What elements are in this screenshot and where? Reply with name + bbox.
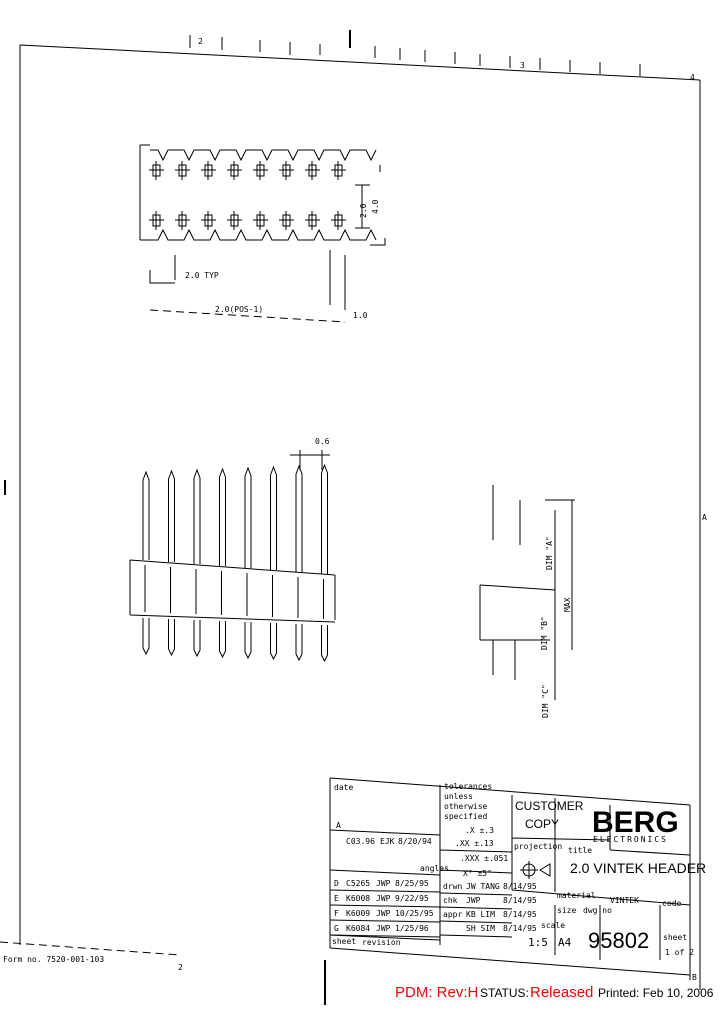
first-row-label: date (334, 783, 353, 792)
drawing-title: 2.0 VINTEK HEADER (570, 860, 706, 876)
revision-ecn: K6009 (346, 909, 370, 918)
revision-ecn: K6008 (346, 894, 370, 903)
zone-side-a: A (702, 513, 707, 522)
approval-date: 8/14/95 (503, 924, 537, 933)
scale-value: 1:5 (528, 936, 548, 949)
revision-date: 1/25/96 (395, 924, 429, 933)
approval-role: drwn (443, 882, 462, 891)
approval-name: JWP (466, 896, 481, 905)
approval-name: SH SIM (466, 924, 495, 933)
customer-copy-1: CUSTOMER (515, 799, 584, 813)
status-value: Released (530, 984, 593, 1001)
zone-top-2: 3 (520, 61, 525, 70)
revision-rev: E (334, 894, 339, 903)
dim-row: 4.0 (371, 199, 380, 214)
dim-typ: 2.0 TYP (185, 271, 219, 280)
pin (295, 464, 303, 662)
sheet-value: 1 of 2 (665, 948, 694, 957)
berg-logo: BERG (592, 806, 679, 839)
customer-copy-2: COPY (525, 817, 559, 831)
revision-date: 9/22/95 (395, 894, 429, 903)
pin (270, 465, 277, 661)
dim-b: DIM "B" (540, 616, 549, 650)
dim-a: DIM "A" (545, 536, 554, 570)
approval-role: chk (443, 896, 458, 905)
tolerance-4: X° ±5° (463, 869, 492, 878)
size-label: size (557, 906, 576, 915)
approval-name: JW TANG (466, 882, 500, 891)
revision-ecn: C5265 (346, 879, 370, 888)
material-value: VINTEK (610, 896, 639, 905)
first-ecn: C03.96 (346, 837, 375, 846)
pin (142, 470, 150, 656)
rev-header-sheet: sheet (332, 937, 356, 946)
scale-label: scale (541, 921, 565, 930)
revision-rev: F (334, 909, 339, 918)
drawing-number: 95802 (588, 928, 649, 953)
zone-top-1: 2 (198, 37, 203, 46)
status-label: STATUS: (480, 986, 529, 1000)
side-view: DIM "A" MAX DIM "B" DIM "C" (479, 485, 575, 718)
revision-rev: D (334, 879, 339, 888)
pdm-revision: PDM: Rev:H (395, 984, 478, 1001)
revision-rev: G (334, 924, 339, 933)
revision-by: JWP (376, 894, 391, 903)
dwg-no-label: dwg no (583, 906, 612, 915)
first-rev: A (336, 821, 341, 830)
rev-header-revision: revision (362, 938, 401, 947)
pin (168, 469, 175, 657)
approval-date: 8/14/95 (503, 896, 537, 905)
front-view: 0.6 (129, 437, 336, 663)
revision-date: 8/25/95 (395, 879, 429, 888)
code-label: code (662, 899, 681, 908)
third-angle-projection-icon (520, 861, 551, 879)
angles-label: angles (420, 864, 449, 873)
tolerance-3: .XXX ±.051 (460, 854, 508, 863)
drawing-border: 2 3 4 A B 2 (4, 30, 707, 1005)
title-label: title (568, 846, 592, 855)
title-block: tolerances unless otherwise specified .X… (329, 777, 706, 980)
revision-by: JWP (376, 924, 391, 933)
first-date: 8/20/94 (398, 837, 432, 846)
size-value: A4 (558, 936, 572, 949)
revision-by: JWP (376, 909, 391, 918)
tolerance-1: .X ±.3 (465, 826, 494, 835)
zone-bottom: 2 (178, 963, 183, 972)
sheet-label: sheet (663, 933, 687, 942)
projection-label: projection (514, 842, 562, 851)
max-label: MAX (563, 597, 572, 612)
zone-side-b: B (692, 973, 697, 982)
berg-logo-sub: ELECTRONICS (593, 835, 668, 844)
dim-c: DIM "C" (541, 684, 550, 718)
pin (219, 467, 226, 659)
approval-date: 8/14/95 (503, 910, 537, 919)
zone-top-3: 4 (690, 73, 695, 82)
form-number: Form no. 7520-001-103 (3, 955, 104, 964)
dim-length: 2.0(POS-1) (215, 305, 263, 314)
first-by: EJK (380, 837, 395, 846)
revision-by: JWP (376, 879, 391, 888)
tolerance-2: .XX ±.13 (455, 839, 494, 848)
printed-date: Printed: Feb 10, 2006 (598, 986, 714, 1000)
pin (193, 468, 201, 658)
pin (244, 466, 252, 660)
approval-role: appr (443, 910, 462, 919)
approval-date: 8/14/95 (503, 882, 537, 891)
tolerances-label: tolerances unless otherwise specified (444, 782, 493, 821)
pin (321, 463, 328, 663)
dim-offset: 1.0 (353, 311, 368, 320)
top-view: 2.0 4.0 2.0 TYP 2.0(POS-1) 1.0 (139, 144, 386, 323)
dim-pin-width: 0.6 (315, 437, 330, 446)
revision-date: 10/25/95 (395, 909, 434, 918)
approval-name: KB LIM (466, 910, 495, 919)
dim-pitch: 2.0 (359, 203, 368, 218)
material-label: material (557, 891, 596, 900)
revision-ecn: K6084 (346, 924, 370, 933)
